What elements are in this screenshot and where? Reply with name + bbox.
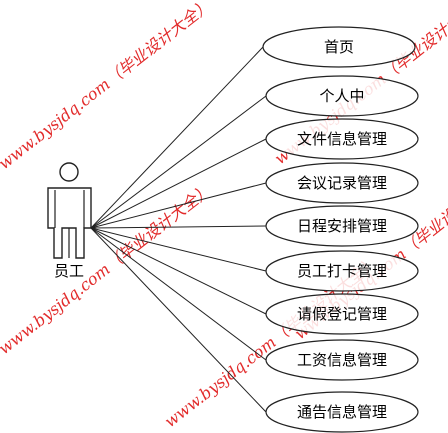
use-case-label: 请假登记管理 [297, 305, 387, 323]
use-case-list: 首页个人中文件信息管理会议记录管理日程安排管理员工打卡管理请假登记管理工资信息管… [262, 26, 419, 433]
use-case-ellipse [265, 162, 419, 204]
association-line [90, 225, 267, 229]
use-case-ellipse [265, 75, 419, 117]
use-case-label: 个人中 [319, 87, 364, 105]
use-case-5: 日程安排管理 [265, 205, 419, 247]
watermark-text: www.bysjdq.com（毕业设计大全） [0, 0, 215, 173]
use-case-label: 工资信息管理 [297, 351, 387, 369]
use-case-label: 通告信息管理 [297, 403, 387, 421]
association-line [90, 227, 267, 361]
actor-employee: 员工 [47, 162, 92, 280]
use-case-label: 会议记录管理 [297, 174, 387, 192]
association-line [90, 95, 267, 229]
association-line [90, 46, 264, 229]
use-case-ellipse [265, 293, 419, 335]
use-case-2: 个人中 [265, 75, 419, 117]
use-case-3: 文件信息管理 [265, 118, 419, 160]
use-case-ellipse [265, 205, 419, 247]
use-case-ellipse [265, 250, 419, 292]
watermark-text: www.bysjdq.com（毕业设计大全） [0, 181, 215, 359]
use-case-ellipse [265, 118, 419, 160]
use-case-ellipse [262, 26, 416, 68]
association-line [90, 227, 267, 315]
use-case-1: 首页 [262, 26, 416, 68]
use-case-label: 首页 [324, 38, 354, 56]
actor-label: 员工 [54, 262, 84, 280]
association-lines [90, 46, 267, 413]
association-line [90, 227, 267, 413]
use-case-8: 工资信息管理 [265, 339, 419, 381]
use-case-label: 日程安排管理 [297, 217, 387, 235]
use-case-ellipse [265, 391, 419, 433]
use-case-ellipse [265, 339, 419, 381]
association-line [90, 138, 267, 229]
association-line [90, 182, 267, 229]
use-case-4: 会议记录管理 [265, 162, 419, 204]
use-case-label: 文件信息管理 [297, 130, 387, 148]
use-case-label: 员工打卡管理 [297, 262, 387, 280]
use-case-9: 通告信息管理 [265, 391, 419, 433]
association-line [90, 227, 267, 272]
actor-head [59, 162, 79, 182]
use-case-6: 员工打卡管理 [265, 250, 419, 292]
actor-body [47, 187, 92, 259]
use-case-7: 请假登记管理 [265, 293, 419, 335]
